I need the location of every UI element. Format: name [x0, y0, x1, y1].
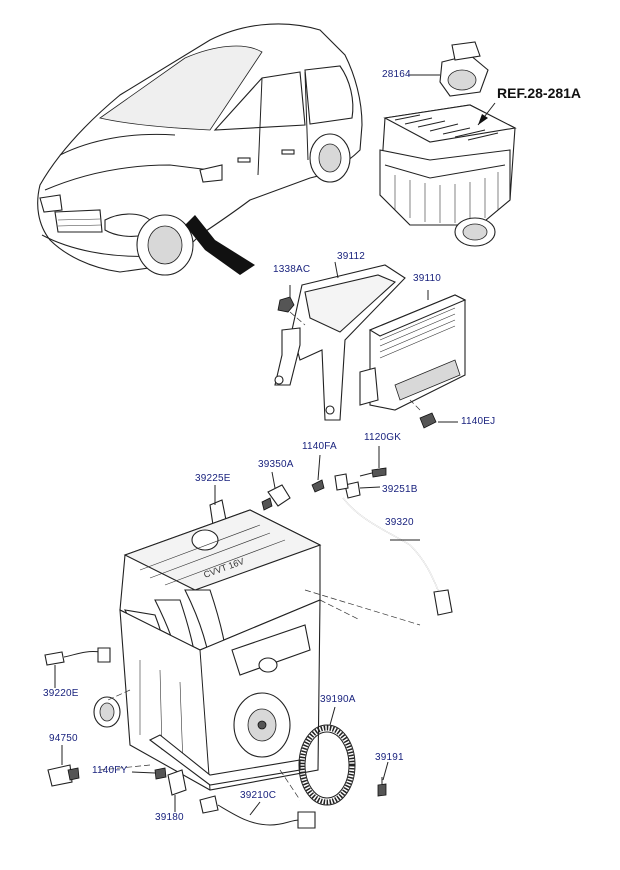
part-label-94750: 94750: [49, 733, 78, 744]
sensor-parts-lower: [44, 647, 387, 829]
ecu-bracket-assembly: [274, 264, 467, 429]
vehicle-illustration: [37, 23, 363, 276]
part-label-1338AC: 1338AC: [273, 264, 311, 275]
part-label-39180: 39180: [155, 812, 184, 823]
part-label-28164: 28164: [382, 69, 411, 80]
leader-lines: [54, 261, 429, 816]
part-label-39112: 39112: [337, 251, 366, 262]
part-label-39320: 39320: [385, 517, 414, 528]
part-label-1140FA: 1140FA: [302, 441, 337, 452]
part-label-39350A: 39350A: [258, 459, 294, 470]
air-cleaner-assembly: [379, 41, 517, 247]
part-label-39225E: 39225E: [195, 473, 231, 484]
part-label-39251B: 39251B: [382, 484, 418, 495]
part-label-39110: 39110: [413, 273, 442, 284]
engine-illustration: CVVT 16V: [93, 509, 322, 791]
part-label-39220E: 39220E: [43, 688, 79, 699]
sensor-parts-upper: [209, 467, 453, 616]
part-label-1140EJ: 1140EJ: [461, 416, 496, 427]
part-label-39191: 39191: [375, 752, 404, 763]
part-label-1140FY: 1140FY: [92, 765, 128, 776]
ring-gear: [298, 724, 356, 806]
part-label-39190A: 39190A: [320, 694, 356, 705]
part-label-1120GK: 1120GK: [364, 432, 402, 443]
reference-label: REF.28-281A: [497, 85, 582, 101]
part-label-39210C: 39210C: [240, 790, 277, 801]
